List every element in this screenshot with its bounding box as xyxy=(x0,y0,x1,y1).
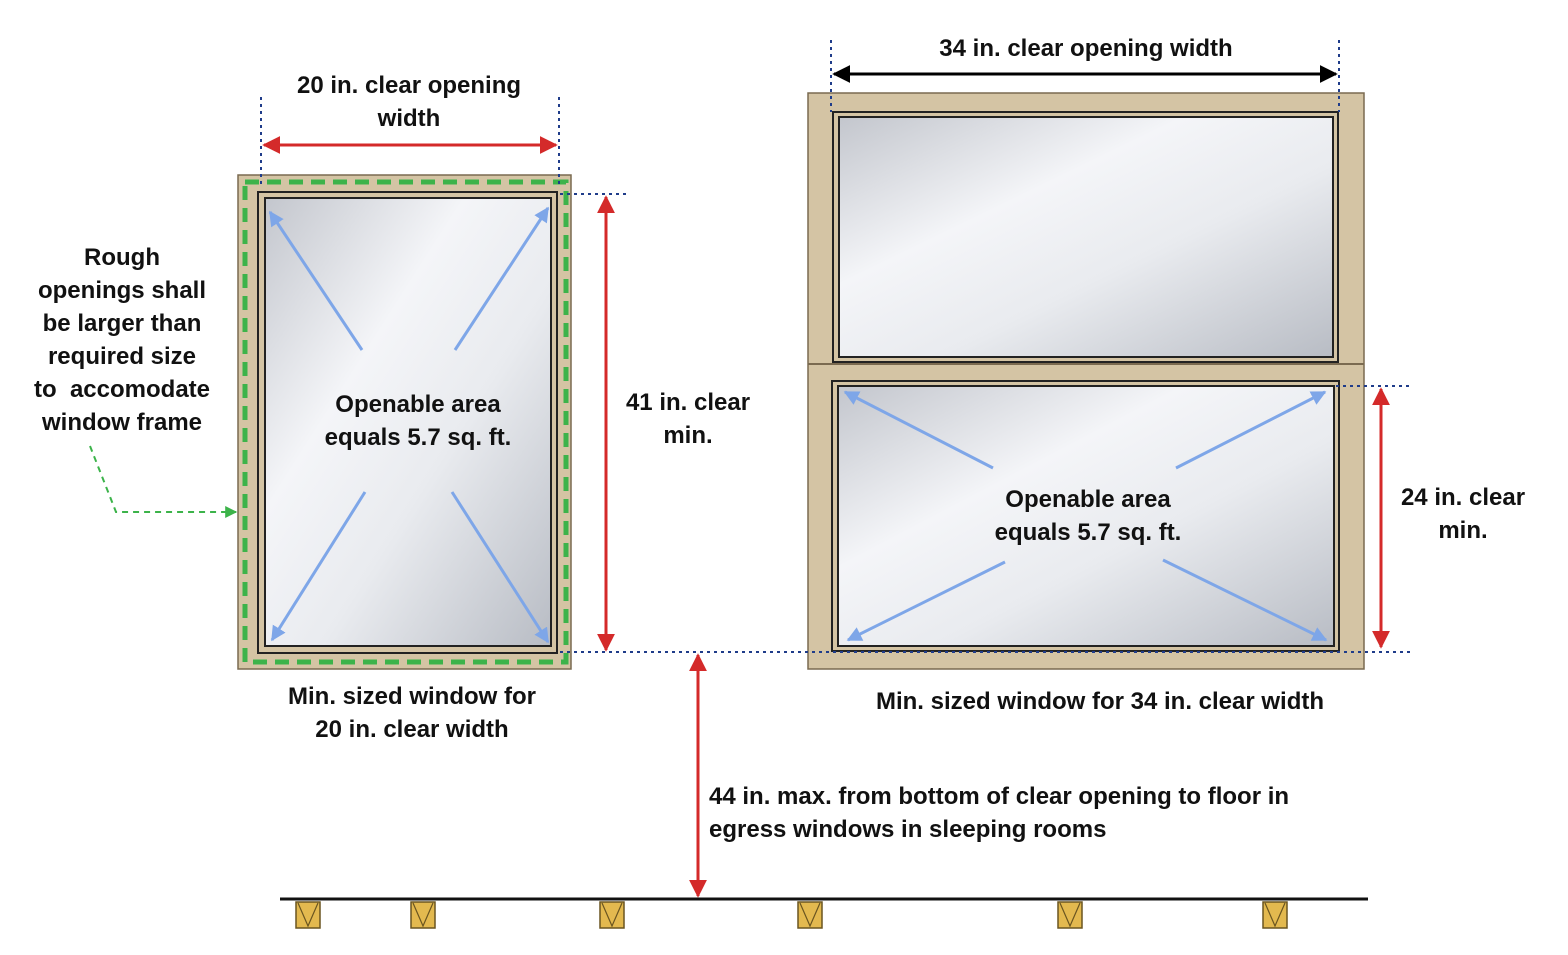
diagonal-arrow-icon xyxy=(843,390,994,470)
rough-opening-outline xyxy=(242,179,569,665)
left-width-label: 20 in. clear opening width xyxy=(296,72,522,132)
right-area-label: Openable area equals 5.7 sq. ft. xyxy=(994,486,1182,546)
floor-joist-icon xyxy=(410,901,436,929)
sill-height-note: 44 in. max. from bottom of clear opening… xyxy=(709,783,1290,843)
floor-joist-icon xyxy=(1057,901,1083,929)
diagonal-arrow-icon xyxy=(1175,390,1327,470)
floor xyxy=(280,897,1368,929)
left-window-caption: Min. sized window for 20 in. clear width xyxy=(288,683,536,743)
right-width-dimension xyxy=(830,40,1340,112)
diagonal-arrow-icon xyxy=(270,491,367,642)
diagonal-arrow-icon xyxy=(846,560,1006,642)
right-window-caption: Min. sized window for 34 in. clear width xyxy=(875,688,1325,715)
right-height-dimension xyxy=(1336,385,1410,649)
floor-joist-icon xyxy=(1262,901,1288,929)
left-width-dimension xyxy=(260,97,560,185)
floor-joist-icon xyxy=(599,901,625,929)
diagonal-arrow-icon xyxy=(450,491,550,644)
diagonal-arrow-icon xyxy=(268,210,364,351)
left-height-label: 41 in. clear min. xyxy=(625,389,751,449)
floor-joist-icon xyxy=(295,901,321,929)
right-diagonal-arrows xyxy=(843,390,1328,642)
right-height-label: 24 in. clear min. xyxy=(1400,484,1526,544)
right-width-label: 34 in. clear opening width xyxy=(939,35,1233,62)
rough-opening-note: Rough openings shall be larger than requ… xyxy=(33,244,211,436)
right-window xyxy=(807,92,1365,670)
rough-opening-leader xyxy=(89,445,238,518)
left-area-label: Openable area equals 5.7 sq. ft. xyxy=(324,391,512,451)
diagonal-arrow-icon xyxy=(1162,558,1328,642)
floor-joist-icon xyxy=(797,901,823,929)
diagonal-arrow-icon xyxy=(453,206,550,351)
right-upper-glass xyxy=(838,116,1334,358)
left-height-dimension xyxy=(560,193,630,652)
left-diagonal-arrows xyxy=(268,206,550,644)
